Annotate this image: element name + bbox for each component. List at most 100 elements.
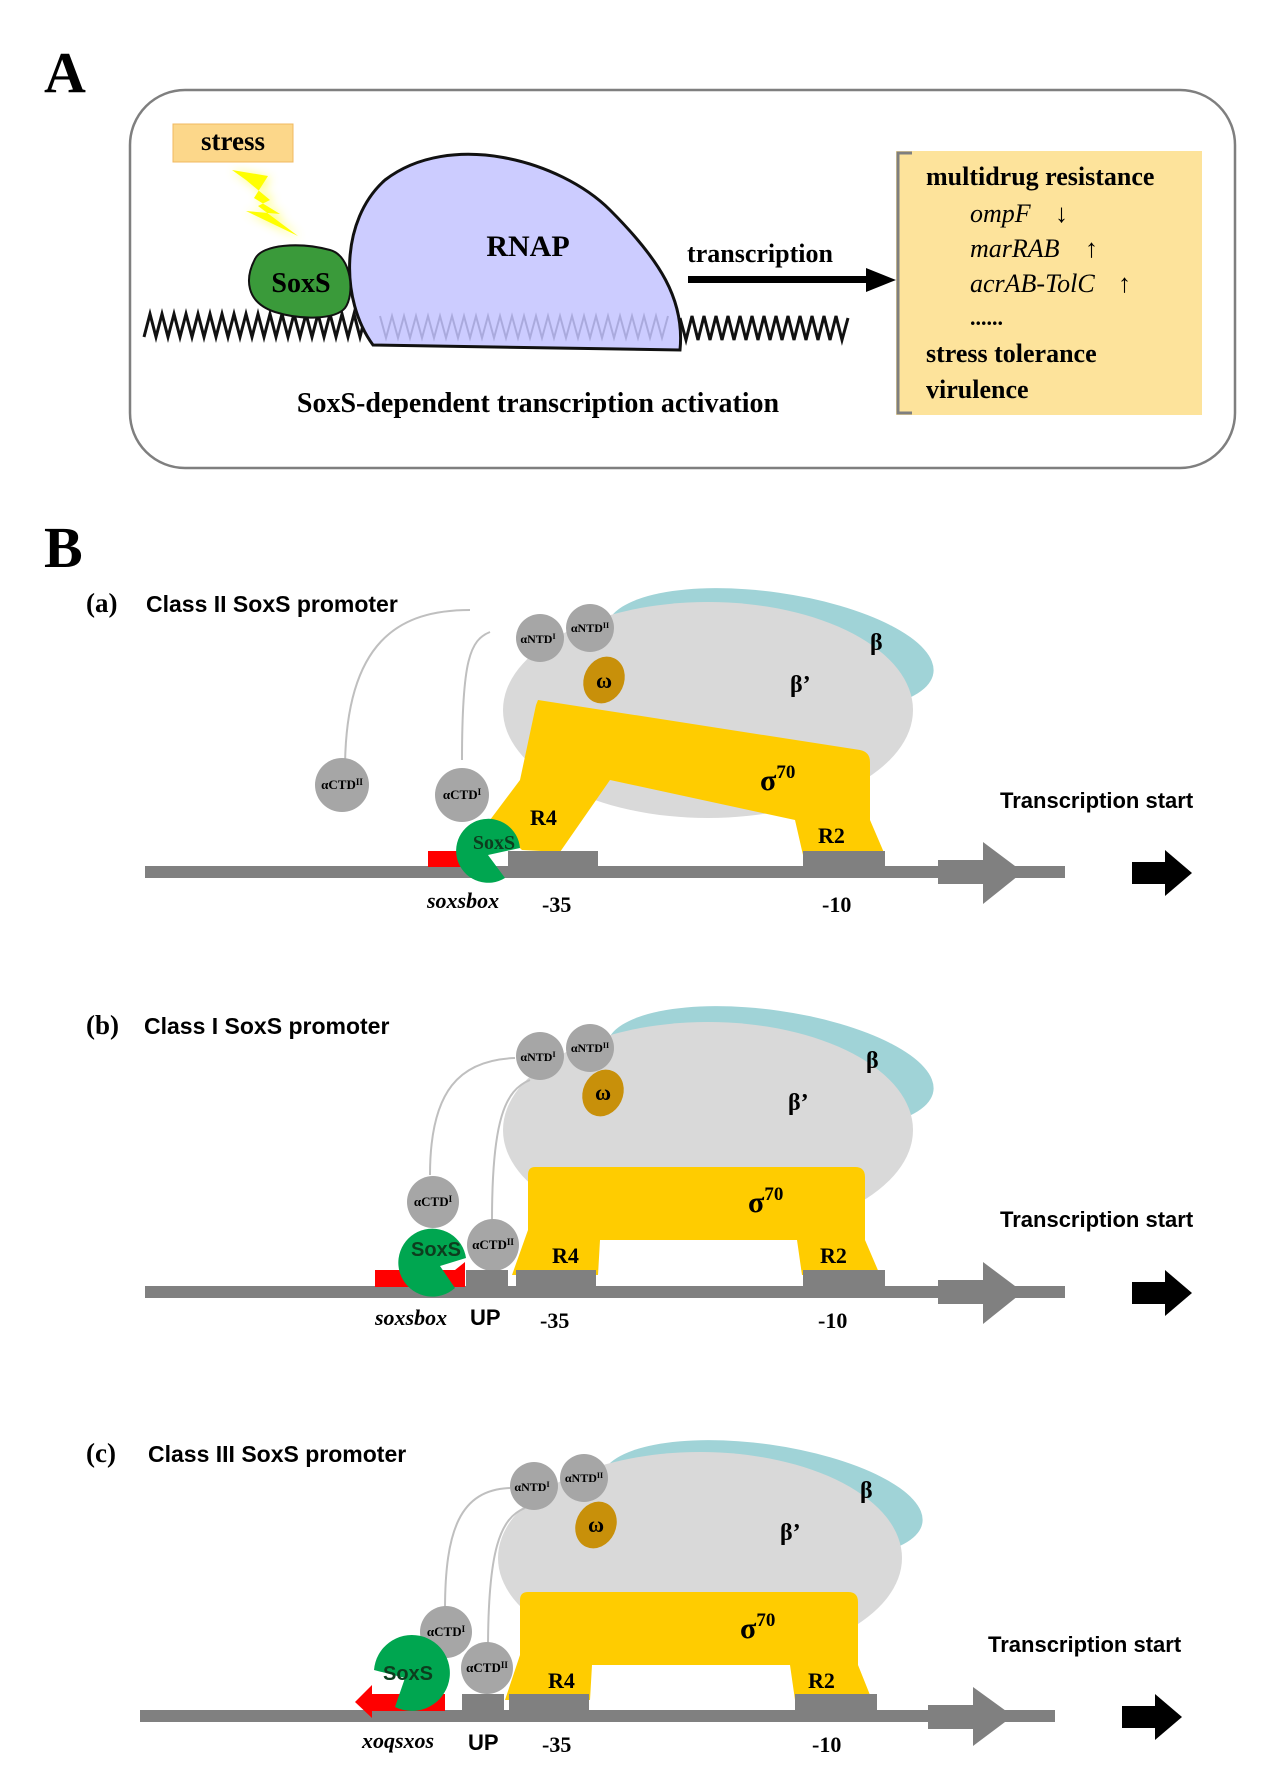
minus35-label: -35	[542, 1732, 571, 1757]
gene-acrab-tolc: acrAB-TolC	[970, 269, 1095, 298]
lightning-bolt-icon	[232, 170, 300, 238]
alpha-ntd-1-label: αNTDI	[514, 1480, 549, 1494]
beta-label: β	[870, 630, 883, 656]
panel-a-label: A	[44, 40, 86, 105]
down-arrow-icon: ↓	[1055, 199, 1068, 228]
soxs-protein	[374, 1634, 450, 1711]
minus35-label: -35	[542, 892, 571, 917]
minus10-label: -10	[822, 892, 851, 917]
panel-a-caption: SoxS-dependent transcription activation	[297, 388, 780, 419]
transcription-label: transcription	[687, 239, 833, 268]
sigma70-shape	[490, 700, 885, 855]
sigma-label: σ70	[740, 1610, 775, 1645]
transcription-start-arrow-icon	[1132, 850, 1192, 896]
panel-a: A stress RNAP SoxS transcription multidr…	[44, 40, 1237, 470]
soxs-shape	[248, 244, 352, 319]
minus10-box	[803, 1270, 885, 1287]
alpha-ntd-2	[560, 1454, 608, 1502]
minus35-box	[508, 851, 598, 867]
stress-label: stress	[201, 126, 265, 156]
transcription-arrow-icon	[688, 268, 896, 292]
r2-label: R2	[808, 1668, 835, 1693]
alpha-ctd-2-label: αCTDII	[321, 777, 363, 792]
up-arrow-icon: ↑	[1118, 269, 1131, 298]
up-element-box	[466, 1270, 508, 1287]
beta-prime-label: β’	[780, 1520, 801, 1546]
rnap-shape	[348, 152, 683, 352]
subpanel-title: Class III SoxS promoter	[148, 1441, 406, 1467]
transcription-start-label: Transcription start	[1000, 788, 1194, 813]
dna-helix-left	[142, 308, 374, 343]
alpha-ctd-1-label: αCTDI	[443, 787, 482, 802]
alpha-ctd-1-label: αCTDI	[414, 1194, 453, 1209]
r4-label: R4	[552, 1243, 579, 1268]
up-label: UP	[470, 1305, 501, 1330]
omega-label: ω	[595, 1080, 611, 1105]
alpha-ctd-2-label: αCTDII	[472, 1237, 514, 1252]
alpha-ctd-2	[467, 1219, 519, 1271]
omega-subunit	[575, 1501, 617, 1549]
output-heading-multidrug: multidrug resistance	[926, 162, 1154, 191]
alpha-ntd-2-label: αNTDII	[565, 1471, 603, 1485]
minus10-label: -10	[818, 1308, 847, 1333]
alpha-ntd-2-label: αNTDII	[571, 621, 609, 635]
rnap-label: RNAP	[486, 230, 569, 263]
linker	[429, 1057, 516, 1176]
alpha-ntd-1	[510, 1462, 558, 1510]
omega-subunit	[583, 656, 625, 704]
beta-prime-label: β’	[790, 672, 811, 698]
subpanel-title: Class II SoxS promoter	[146, 591, 398, 617]
soxsbox-label: soxsbox	[374, 1305, 447, 1330]
linker	[461, 631, 491, 761]
minus35-box	[509, 1694, 589, 1711]
r2-label: R2	[820, 1243, 847, 1268]
soxs-label: SoxS	[383, 1663, 433, 1685]
gene-ompf: ompF	[970, 199, 1032, 228]
beta-label: β	[860, 1478, 873, 1504]
up-label: UP	[468, 1730, 499, 1755]
alpha-ctd-2	[315, 758, 369, 812]
alpha-ctd-2-label: αCTDII	[466, 1660, 508, 1675]
alpha-ctd-1	[407, 1176, 459, 1228]
minus10-label: -10	[812, 1732, 841, 1757]
sigma70-shape	[512, 1167, 880, 1275]
minus10-box	[803, 851, 885, 867]
xoqsxos-label: xoqsxos	[361, 1728, 434, 1753]
dna-helix-right	[678, 315, 850, 346]
alpha-ntd-2	[566, 1024, 614, 1072]
subpanel-tag: (a)	[86, 588, 117, 618]
up-element-box	[462, 1694, 504, 1711]
minus10-box	[795, 1694, 877, 1711]
ellipsis: ......	[970, 305, 1003, 330]
transcription-start-label: Transcription start	[1000, 1207, 1194, 1232]
minus35-box	[516, 1270, 596, 1287]
promoter-arrow-icon	[938, 1262, 1023, 1324]
output-heading-stress-tolerance: stress tolerance	[926, 339, 1097, 368]
subpanel-title: Class I SoxS promoter	[144, 1013, 389, 1039]
promoter-arrow-icon	[938, 842, 1023, 904]
alpha-ntd-1-label: αNTDI	[520, 1050, 555, 1064]
linker	[487, 1507, 526, 1651]
sigma-label: σ70	[760, 762, 795, 797]
alpha-ntd-1-label: αNTDI	[520, 632, 555, 646]
soxs-protein	[456, 818, 520, 883]
omega-label: ω	[588, 1512, 604, 1537]
output-heading-virulence: virulence	[926, 375, 1029, 404]
dna-strand	[140, 1710, 1055, 1722]
sigma-label: σ70	[748, 1184, 783, 1219]
soxs-label: SoxS	[473, 832, 515, 854]
omega-subunit	[582, 1069, 624, 1117]
dna-strand	[145, 866, 1065, 878]
r4-label: R4	[530, 805, 557, 830]
minus35-label: -35	[540, 1308, 569, 1333]
alpha-ctd-2	[461, 1642, 513, 1694]
output-bracket	[896, 151, 912, 415]
gene-marrab: marRAB	[970, 234, 1060, 263]
transcription-start-label: Transcription start	[988, 1632, 1182, 1657]
up-arrow-icon: ↑	[1085, 234, 1098, 263]
stress-box	[172, 123, 294, 163]
soxs-protein	[398, 1228, 466, 1297]
panel-b-label: B	[44, 515, 83, 580]
linker	[344, 609, 471, 771]
